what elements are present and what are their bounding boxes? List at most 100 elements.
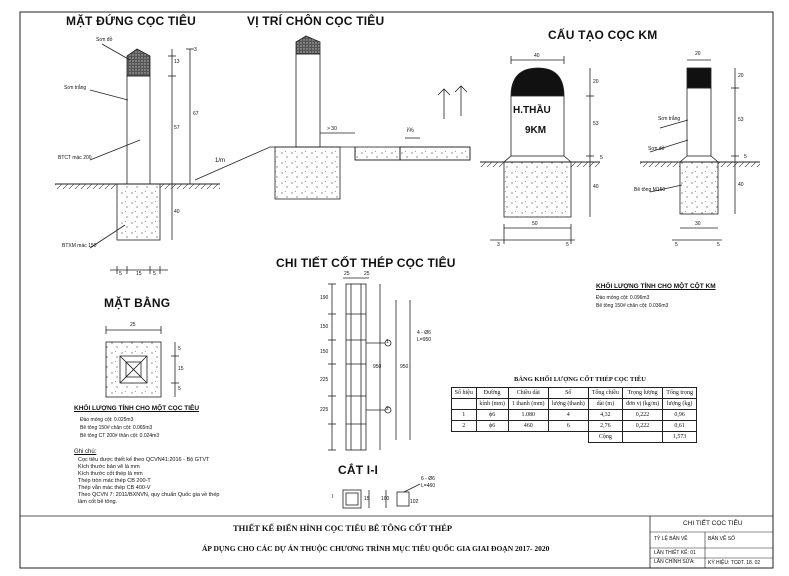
- kl-km-line-1: Đào móng cột: 0.096m3: [596, 295, 650, 301]
- label-dist-30: > 30: [327, 126, 337, 132]
- dim-km-50: 50: [532, 221, 538, 227]
- kl-ct-line-3: Bê tông CT 200# thân cột: 0.024m3: [80, 433, 160, 439]
- table-row: kính (mm) 1 thanh (mm) lượng (thanh) dài…: [451, 398, 697, 410]
- dim-km-5: 5: [600, 155, 603, 161]
- steel-table: Số hiệu Đường Chiều dài Số Tổng chiều Tr…: [451, 387, 697, 443]
- label-slope2: i%: [407, 128, 414, 134]
- table-header: 1 thanh (mm): [507, 398, 549, 410]
- label-son-trang: Sơn trắng: [64, 85, 87, 91]
- note-line: Theo QCVN 7: 2011/BXNVN, quy chuẩn Quốc …: [78, 492, 220, 498]
- dim-sd-5: 5: [744, 154, 747, 160]
- dim-cut-102: 102: [410, 499, 419, 505]
- dim-md-5a: 5: [119, 271, 122, 277]
- title-block-line2: ÁP DỤNG CHO CÁC DỰ ÁN THUỘC CHƯƠNG TRÌNH…: [202, 544, 550, 553]
- label-btct: BTCT mác 200: [58, 155, 92, 161]
- dim-ct-n2: 2: [386, 406, 389, 412]
- dim-ct-950b: 950: [400, 364, 409, 370]
- kl-ct-line-2: Bê tông 150# chân cột: 0.065m3: [80, 425, 153, 431]
- table-row: 1 ϕ6 1.080 4 4,32 0,222 0,96: [451, 409, 697, 421]
- rebar-label-b2: L=460: [421, 483, 436, 489]
- dim-md-3: 3: [194, 47, 197, 53]
- note-line: Kích thước cốt thép là mm: [78, 471, 143, 477]
- table-header: đơn vị (kg/m): [621, 398, 664, 410]
- table-cell: 4,32: [587, 409, 623, 421]
- dim-md-5b: 5: [153, 271, 156, 277]
- label-slope1: 1/m: [215, 158, 226, 164]
- table-header: Đường: [475, 387, 509, 399]
- title-cat: CẮT I-I: [338, 463, 379, 477]
- rebar-label-a2: L=950: [417, 337, 432, 343]
- table-cell: 1: [451, 409, 477, 421]
- title-block-cell-d: LẦN CHỈNH SỬA:: [654, 559, 695, 565]
- dim-ct-25b: 25: [364, 271, 370, 277]
- table-cell: 2: [451, 420, 477, 432]
- dim-sd-20: 20: [695, 51, 701, 57]
- plan-view: [105, 326, 179, 398]
- dim-ct-150a: 150: [320, 324, 329, 330]
- table-cell: 2,76: [587, 420, 623, 432]
- table-header: Số hiệu: [451, 387, 477, 399]
- table-cell: ϕ6: [475, 409, 509, 421]
- notes-title: Ghi chú:: [74, 449, 97, 455]
- table-header: dài (m): [587, 398, 623, 410]
- steel-table-title: BẢNG KHỐI LƯỢNG CỐT THÉP CỌC TIÊU: [514, 376, 646, 383]
- km-name: H.THẦU: [513, 105, 551, 116]
- dim-ct-225a: 225: [320, 377, 329, 383]
- kl-km-title: KHỐI LƯỢNG TÍNH CHO MỘT CỘT KM: [596, 283, 716, 290]
- table-header: Trọng lượng: [621, 387, 664, 399]
- dim-md-13: 13: [174, 59, 180, 65]
- dim-ct-n1: 1: [386, 339, 389, 345]
- table-cell: 0,61: [662, 420, 697, 432]
- km-value: 9KM: [525, 125, 547, 136]
- dim-md-15: 15: [136, 271, 142, 277]
- dim-mb-5: 5: [178, 346, 181, 352]
- title-block-cell-b: BẢN VẼ SỐ: [708, 536, 735, 542]
- km-post-side: [640, 59, 760, 241]
- dim-md-57: 57: [174, 125, 180, 131]
- table-cell: 460: [507, 420, 549, 432]
- table-header: Tổng chiều: [587, 387, 623, 399]
- note-line: Cọc tiêu được thiết kế theo QCVN41:2016 …: [78, 457, 210, 463]
- table-row: Cộng 1,573: [452, 431, 697, 443]
- dim-sd-40: 40: [738, 182, 744, 188]
- label-son-do: Sơn đỏ: [96, 37, 113, 43]
- table-cell: 0,222: [621, 420, 664, 432]
- title-mat-dung: MẶT ĐỨNG CỌC TIÊU: [66, 14, 197, 28]
- table-header: Số: [547, 387, 589, 399]
- sheet-border: [19, 11, 774, 569]
- dim-ct-25: 25: [344, 271, 350, 277]
- title-block-cell-a: TỶ LỆ BẢN VẼ: [654, 536, 688, 542]
- section-cut: [342, 483, 421, 509]
- label-son-do-km: Sơn đỏ: [648, 146, 665, 152]
- placement-view: [194, 35, 471, 200]
- dim-cut-100: 100: [381, 496, 390, 502]
- section-mark: I: [332, 494, 334, 500]
- table-row: Số hiệu Đường Chiều dài Số Tổng chiều Tr…: [451, 387, 697, 399]
- dim-km-3a: 3: [497, 242, 500, 248]
- kl-ct-title: KHỐI LƯỢNG TÍNH CHO MỘT CỌC TIÊU: [74, 405, 200, 412]
- table-total-label: Cộng: [587, 431, 623, 443]
- note-line: Thép vằn mác thép CB 400-V: [78, 485, 151, 491]
- dim-mb-5b: 5: [178, 386, 181, 392]
- note-line: Thép tròn mác thép CB 200-T: [78, 478, 151, 484]
- dim-km-40b: 40: [593, 184, 599, 190]
- title-cau-tao: CẤU TẠO CỌC KM: [548, 28, 658, 42]
- notes-list: Cọc tiêu được thiết kế theo QCVN41:2016 …: [78, 457, 219, 506]
- title-chi-tiet: CHI TIẾT CỐT THÉP CỌC TIÊU: [276, 256, 456, 270]
- dim-km-20: 20: [593, 79, 599, 85]
- dim-md-67: 67: [193, 111, 199, 117]
- dim-mb-15: 15: [178, 366, 184, 372]
- dim-km-53: 53: [593, 121, 599, 127]
- label-bt-m150: Bê tông M150: [634, 187, 666, 193]
- table-cell: 1.080: [507, 409, 549, 421]
- table-header: Tổng trọng: [662, 387, 697, 399]
- table-cell: 0,96: [662, 409, 697, 421]
- dim-km-40: 40: [534, 53, 540, 59]
- km-post-front: [480, 56, 600, 244]
- dim-sd-5b: 5: [717, 242, 720, 248]
- dim-ct-190: 190: [320, 295, 329, 301]
- note-line: làm cốt bê tông.: [78, 499, 118, 505]
- dim-ct-225b: 225: [320, 407, 329, 413]
